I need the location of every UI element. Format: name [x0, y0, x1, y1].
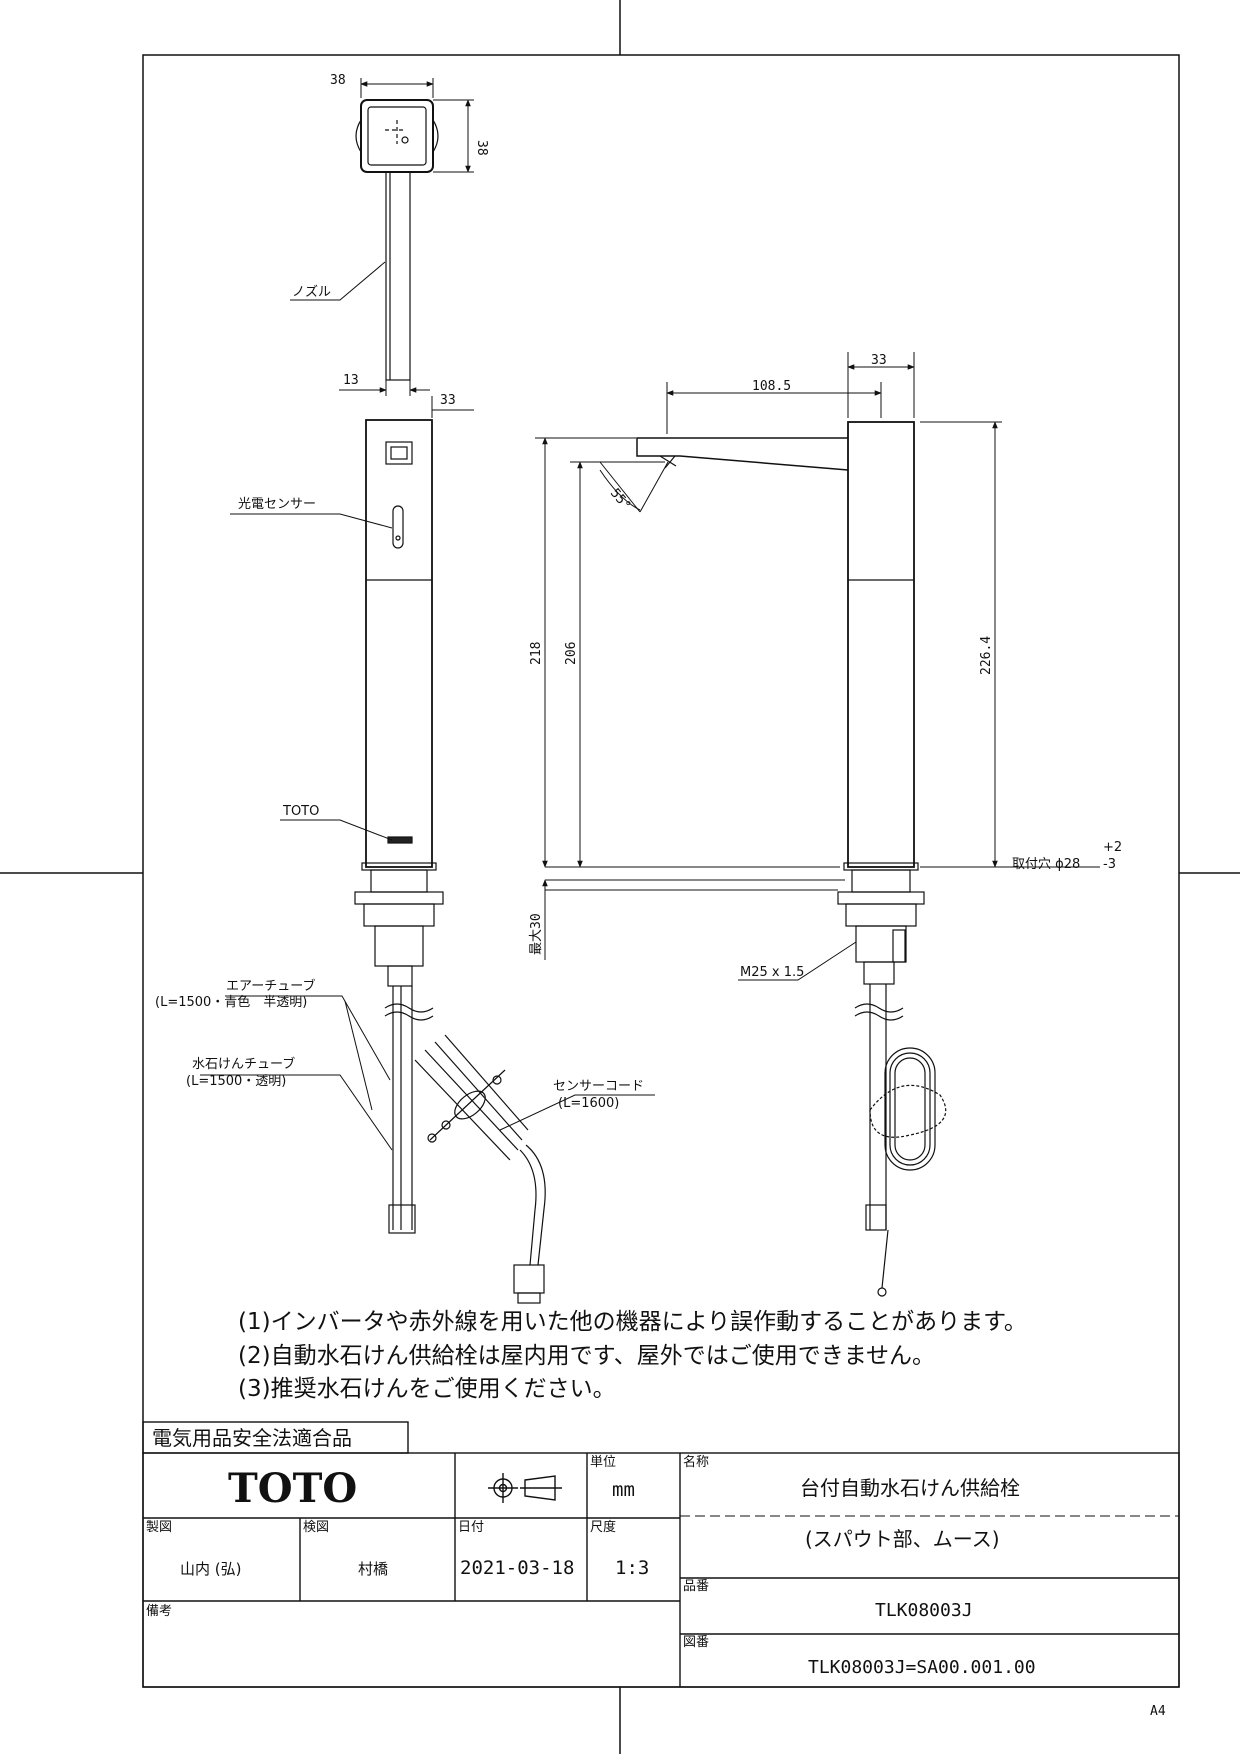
- part-value: TLK08003J: [875, 1600, 973, 1621]
- dim-max-30: 最大30: [529, 913, 544, 955]
- checked-label: 検図: [303, 1520, 329, 1535]
- label-sensor: 光電センサー: [238, 497, 316, 512]
- label-soap-tube-spec: (L=1500・透明): [186, 1074, 286, 1089]
- name-line-2: (スパウト部、ムース): [805, 1527, 1000, 1551]
- label-mount-hole: 取付穴 ϕ28: [1012, 857, 1080, 872]
- label-tol-minus: -3: [1103, 857, 1116, 872]
- checked-value: 村橋: [358, 1560, 388, 1578]
- unit-value: mm: [612, 1479, 635, 1501]
- part-label: 品番: [683, 1579, 709, 1594]
- note-2: (2)自動水石けん供給栓は屋内用です、屋外ではご使用できません。: [238, 1343, 935, 1369]
- scale-label: 尺度: [590, 1519, 616, 1535]
- dim-height-218: 218: [529, 642, 544, 665]
- name-line-1: 台付自動水石けん供給栓: [800, 1476, 1020, 1500]
- date-label: 日付: [458, 1520, 484, 1535]
- drawing-label: 図番: [683, 1635, 709, 1650]
- label-soap-tube: 水石けんチューブ: [192, 1056, 295, 1072]
- projection-symbol-icon: [488, 1473, 562, 1503]
- note-1: (1)インバータや赤外線を用いた他の機器により誤作動することがあります。: [238, 1309, 1027, 1335]
- dim-nozzle-width: 13: [343, 373, 359, 388]
- front-view: [354, 419, 546, 1304]
- label-tol-plus: +2: [1103, 840, 1122, 855]
- top-view: [355, 99, 439, 381]
- name-label: 名称: [683, 1454, 709, 1470]
- front-view-dims: [200, 396, 655, 1151]
- side-view-dims: [535, 352, 1100, 981]
- side-view: [636, 421, 947, 1297]
- top-view-dims: [290, 78, 474, 396]
- dim-height-206: 206: [564, 642, 579, 665]
- drawn-value: 山内 (弘): [180, 1560, 241, 1578]
- dim-spout-reach: 108.5: [752, 379, 791, 394]
- label-air-tube-spec: (L=1500・青色 半透明): [155, 994, 307, 1010]
- scale-value: 1:3: [615, 1557, 649, 1579]
- drawn-label: 製図: [146, 1520, 172, 1535]
- label-nozzle: ノズル: [292, 284, 331, 300]
- label-thread: M25 x 1.5: [740, 965, 804, 980]
- unit-label: 単位: [590, 1454, 616, 1470]
- label-sensor-cord-spec: (L=1600): [558, 1096, 619, 1111]
- dim-height-226: 226.4: [979, 636, 994, 675]
- dim-spray-angle: 55°: [607, 486, 634, 514]
- label-air-tube: エアーチューブ: [226, 978, 315, 994]
- drawing-value: TLK08003J=SA00.001.00: [808, 1657, 1036, 1678]
- title-block-grid: [142, 1421, 1180, 1688]
- safety-mark: 電気用品安全法適合品: [152, 1426, 352, 1450]
- date-value: 2021-03-18: [460, 1557, 574, 1579]
- label-sensor-cord: センサーコード: [553, 1079, 644, 1094]
- dim-top-width: 38: [330, 73, 346, 88]
- remarks-label: 備考: [146, 1603, 172, 1619]
- sheet-size: A4: [1150, 1704, 1166, 1719]
- note-3: (3)推奨水石けんをご使用ください。: [238, 1376, 616, 1402]
- dim-side-width: 33: [871, 353, 887, 368]
- dim-top-height: 38: [474, 140, 489, 156]
- dim-body-width: 33: [440, 393, 456, 408]
- label-toto-mark: TOTO: [282, 804, 319, 819]
- toto-logo: TOTO: [228, 1465, 357, 1512]
